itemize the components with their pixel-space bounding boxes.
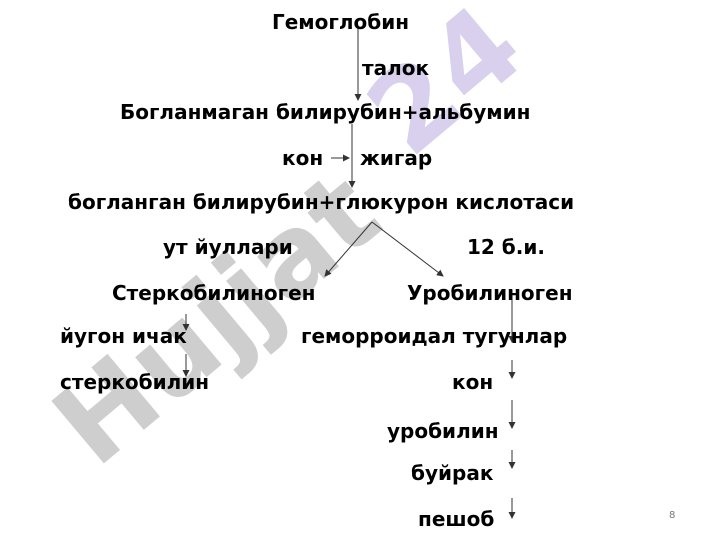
node-stercobilinogen: Стеркобилиноген — [112, 281, 316, 305]
node-colon: йугон ичак — [60, 324, 187, 348]
node-duodenum: 12 б.и. — [467, 235, 545, 259]
node-urine: пешоб — [418, 507, 495, 531]
node-spleen: талок — [362, 56, 430, 80]
node-bile-ducts: ут йуллари — [163, 235, 293, 259]
node-stercobilin: стеркобилин — [60, 370, 210, 394]
arrow-to-bile-ducts — [324, 221, 373, 277]
node-hemorrhoidal-nodes: геморроидал тугунлар — [301, 324, 568, 348]
node-blood: кон — [282, 146, 324, 170]
node-urobilin: уробилин — [387, 419, 499, 443]
node-urobilinogen: Уробилиноген — [407, 281, 573, 305]
node-liver: жигар — [360, 146, 433, 170]
node-unconjugated-bilirubin: Богланмаган билирубин+альбумин — [120, 100, 531, 124]
node-kidney: буйрак — [411, 461, 494, 485]
node-conjugated-bilirubin: богланган билирубин+глюкурон кислотаси — [68, 190, 575, 214]
arrow-to-duodenum — [371, 221, 444, 277]
node-hemoglobin: Гемоглобин — [272, 10, 410, 34]
page-number: 8 — [669, 510, 676, 521]
node-blood-2: кон — [452, 370, 494, 394]
